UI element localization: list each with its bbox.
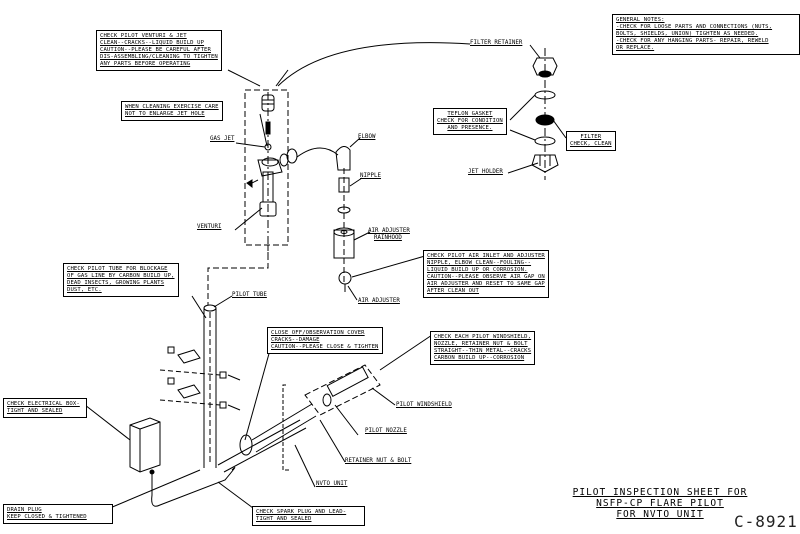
- mounting-brackets: [159, 346, 241, 411]
- general-note-line: -CHECK FOR ANY HANGING PARTS- REPAIR, RE…: [616, 38, 769, 44]
- note-line: AFTER CLEAN OUT: [427, 288, 480, 294]
- note-spark-plug: CHECK SPARK PLUG AND LEAD- TIGHT AND SEA…: [252, 506, 365, 526]
- label-pilot-tube: PILOT TUBE: [232, 292, 267, 298]
- note-line: NOT TO ENLARGE JET HOLE: [125, 111, 205, 117]
- electrical-box: [129, 417, 161, 473]
- note-line: CHECK, CLEAN: [570, 141, 612, 147]
- note-electrical-box: CHECK ELECTRICAL BOX- TIGHT AND SEALED: [3, 398, 87, 418]
- note-line: CHECK PILOT AIR INLET AND ADJUSTER: [427, 253, 545, 259]
- note-cleaning-jet: WHEN CLEANING EXERCISE CARE NOT TO ENLAR…: [121, 101, 223, 121]
- note-line: NOZZLE, RETAINER NUT & BOLT: [434, 341, 528, 347]
- note-line: KEEP CLOSED & TIGHTENED: [7, 514, 87, 520]
- note-line: WHEN CLEANING EXERCISE CARE: [125, 104, 219, 110]
- air-adjuster-rainhood: [333, 227, 355, 259]
- note-line: ANY PARTS BEFORE OPERATING: [100, 61, 191, 67]
- general-note-line: BOLTS, SHIELDS, UNION) TIGHTEN AS NEEDED…: [616, 31, 759, 37]
- note-line: TEFLON GASKET: [447, 111, 493, 117]
- label-line: RAINHOOD: [374, 235, 402, 241]
- spark-plug-lead: [151, 467, 236, 507]
- nvto-unit-body: [217, 384, 317, 473]
- note-windshield: CHECK EACH PILOT WINDSHIELD, NOZZLE, RET…: [430, 331, 536, 365]
- teflon-gasket-bottom: [534, 136, 556, 146]
- venturi-body: [246, 148, 298, 217]
- label-air-adjuster: AIR ADJUSTER: [358, 298, 400, 304]
- air-adjuster: [338, 271, 352, 292]
- note-filter: FILTER CHECK, CLEAN: [566, 131, 616, 151]
- connector-arc: [277, 42, 471, 87]
- note-air-inlet: CHECK PILOT AIR INLET AND ADJUSTER NIPPL…: [423, 250, 549, 298]
- note-line: LIQUID BUILD UP OR CORROSION.: [427, 267, 528, 273]
- note-line: CHECK EACH PILOT WINDSHIELD,: [434, 334, 532, 340]
- note-venturi-jet: CHECK PILOT VENTURI & JET CLEAN--CRACKS-…: [96, 30, 222, 71]
- label-pilot-nozzle: PILOT NOZZLE: [365, 428, 407, 434]
- general-note-line: OR REPLACE.: [616, 45, 655, 51]
- pilot-windshield-assembly: [304, 364, 381, 416]
- label-air-adjuster-rainhood: AIR ADJUSTER RAINHOOD: [368, 228, 410, 242]
- note-line: CAUTION--PLEASE CLOSE & TIGHTEN: [271, 344, 379, 350]
- note-line: CHECK FOR CONDITION: [437, 118, 503, 124]
- note-line: CAUTION--PLEASE BE CAREFUL AFTER: [100, 47, 211, 53]
- note-pilot-tube: CHECK PILOT TUBE FOR BLOCKAGE OF GAS LIN…: [63, 263, 179, 297]
- note-line: CRACKS--DAMAGE: [271, 337, 320, 343]
- title-line: PILOT INSPECTION SHEET FOR: [572, 487, 748, 498]
- note-line: STRAIGHT--THIN METAL--CRACKS: [434, 348, 532, 354]
- label-pilot-windshield: PILOT WINDSHIELD: [396, 402, 452, 408]
- burner-tip: [261, 94, 275, 112]
- label-gas-jet: GAS JET: [210, 136, 235, 142]
- label-retainer-nut-bolt: RETAINER NUT & BOLT: [345, 458, 412, 464]
- drawing-number: C-8921: [734, 512, 798, 531]
- general-notes-heading: GENERAL NOTES:: [616, 17, 665, 23]
- label-nvto-unit: NVTO UNIT: [316, 481, 348, 487]
- note-line: CHECK PILOT VENTURI & JET: [100, 33, 187, 39]
- jet-holder: [531, 154, 559, 173]
- note-line: CHECK ELECTRICAL BOX-: [7, 401, 80, 407]
- note-line: DUST, ETC.: [67, 287, 102, 293]
- jet-body: [265, 121, 271, 135]
- filter: [535, 114, 555, 126]
- note-line: TIGHT AND SEALED: [256, 516, 312, 522]
- note-line: AND PRESENCE.: [447, 125, 493, 131]
- note-line: TIGHT AND SEALED: [7, 408, 63, 414]
- pilot-tube: [203, 304, 217, 468]
- drain-plug: [149, 469, 155, 475]
- label-elbow: ELBOW: [358, 134, 376, 140]
- note-teflon-gasket: TEFLON GASKET CHECK FOR CONDITION AND PR…: [433, 108, 507, 135]
- note-line: CLOSE OFF/OBSERVATION COVER: [271, 330, 365, 336]
- label-nipple: NIPPLE: [360, 173, 381, 179]
- filter-retainer: [532, 57, 558, 78]
- o-ring: [337, 206, 351, 214]
- note-line: DIS-ASSEMBLING/CLEANING TO TIGHTEN: [100, 54, 218, 60]
- title-line: NSFP-CP FLARE PILOT: [596, 498, 724, 509]
- elbow-curve: [296, 147, 339, 158]
- note-line: AIR ADJUSTER AND RESET TO SAME GAP: [427, 281, 545, 287]
- label-filter-retainer: FILTER RETAINER: [470, 40, 523, 46]
- general-note-line: -CHECK FOR LOOSE PARTS AND CONNECTIONS (…: [616, 24, 773, 30]
- note-line: CHECK PILOT TUBE FOR BLOCKAGE: [67, 266, 168, 272]
- note-line: OF GAS LINE BY CARBON BUILD UP,: [67, 273, 175, 279]
- note-line: CAUTION--PLEASE OBSERVE AIR GAP ON: [427, 274, 545, 280]
- note-drain-plug: DRAIN PLUG KEEP CLOSED & TIGHTENED: [3, 504, 113, 524]
- title-block: PILOT INSPECTION SHEET FOR NSFP-CP FLARE…: [560, 487, 760, 520]
- elbow: [335, 146, 351, 171]
- note-observation-cover: CLOSE OFF/OBSERVATION COVER CRACKS--DAMA…: [267, 327, 383, 354]
- note-line: CARBON BUILD UP--CORROSION: [434, 355, 525, 361]
- note-line: FILTER: [580, 134, 602, 140]
- note-line: DEAD INSECTS, GROWING PLANTS: [67, 280, 165, 286]
- note-line: DRAIN PLUG: [7, 507, 42, 513]
- nipple: [338, 177, 350, 193]
- general-notes-box: GENERAL NOTES: -CHECK FOR LOOSE PARTS AN…: [612, 14, 800, 55]
- note-line: CLEAN--CRACKS--LIQUID BUILD UP: [100, 40, 205, 46]
- title-line: FOR NVTO UNIT: [616, 509, 704, 520]
- note-line: CHECK SPARK PLUG AND LEAD-: [256, 509, 347, 515]
- venturi-enclosure: [244, 89, 289, 246]
- note-line: NIPPLE, ELBOW CLEAN--FOULING--: [427, 260, 532, 266]
- label-line: AIR ADJUSTER: [368, 228, 410, 234]
- label-venturi: VENTURI: [197, 224, 222, 230]
- label-jet-holder: JET HOLDER: [468, 169, 503, 175]
